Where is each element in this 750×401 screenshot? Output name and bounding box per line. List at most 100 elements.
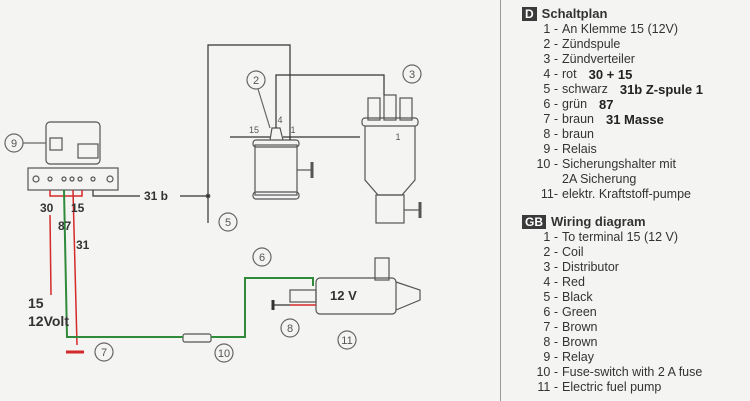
legend-item-number: 9 - bbox=[543, 350, 558, 364]
legend-item-terminal: 87 bbox=[599, 97, 614, 112]
wiring-diagram: 9 2 3 5 6 7 8 10 11 15 4 1 1 30 15 87 31… bbox=[4, 44, 422, 363]
legend-item: 4 - rot 30 + 15 bbox=[522, 67, 703, 82]
legend-item-number: 5 - bbox=[543, 82, 558, 96]
legend-item: 4 - Red bbox=[522, 275, 702, 290]
legend-item: 7 - Brown bbox=[522, 320, 702, 335]
legend-item: 3 -Zündverteiler bbox=[522, 52, 703, 67]
callout-9: 9 bbox=[11, 138, 17, 150]
legend-item-number: 5 - bbox=[543, 290, 558, 304]
coil-terminal-4: 4 bbox=[277, 115, 282, 125]
callout-8: 8 bbox=[287, 323, 293, 335]
legend-item-text: 2A Sicherung bbox=[562, 172, 637, 186]
legend-item-number: 3 - bbox=[543, 52, 558, 66]
terminal-15-label: 15 bbox=[71, 201, 85, 215]
language-badge-de: D bbox=[522, 6, 537, 21]
legend-item: 8 - Brown bbox=[522, 335, 702, 350]
legend-item-number: 1 - bbox=[543, 22, 558, 36]
legend-item-terminal: 31 Masse bbox=[605, 112, 664, 127]
legend-item: 5 -Black bbox=[522, 290, 702, 305]
callout-7: 7 bbox=[101, 347, 107, 359]
legend-item-terminal: 31b Z-spule 1 bbox=[619, 82, 703, 97]
legend-item-text: Distributor bbox=[562, 260, 619, 274]
legend-item: 11 - Electric fuel pump bbox=[522, 380, 702, 395]
legend-item: 2 - Coil bbox=[522, 245, 702, 260]
callout-6: 6 bbox=[259, 252, 265, 264]
legend-item-number: 8 - bbox=[543, 335, 558, 349]
callout-11: 11 bbox=[341, 335, 352, 347]
legend-item-number: 11 - bbox=[537, 380, 558, 394]
legend-german: D Schaltplan 1 - An Klemme 15 (12V) 2 - Zünd… bbox=[522, 6, 703, 202]
callout-2: 2 bbox=[253, 75, 259, 87]
legend-item-number: 8 - bbox=[543, 127, 558, 141]
legend-item-number: 7 - bbox=[543, 320, 558, 334]
legend-item-number: 1 - bbox=[543, 230, 558, 244]
callout-10: 10 bbox=[218, 348, 230, 360]
legend-english: GB Wiring diagram 1 - To terminal 15 (12 V… bbox=[522, 214, 702, 395]
callout-5: 5 bbox=[225, 217, 231, 229]
divider bbox=[500, 0, 501, 401]
terminal-31-label: 31 bbox=[76, 238, 90, 252]
legend-item: 6 - Green bbox=[522, 305, 702, 320]
legend-item-text: Red bbox=[562, 275, 585, 289]
legend-item-text: An Klemme 15 (12V) bbox=[562, 22, 679, 36]
pump-voltage-label: 12 V bbox=[330, 288, 357, 303]
legend-item-text: braun bbox=[562, 127, 594, 141]
legend-item-text: To terminal 15 (12 V) bbox=[562, 230, 679, 244]
legend-item-text: Zündspule bbox=[562, 37, 621, 51]
fuse-holder bbox=[182, 333, 212, 343]
legend-item-text: braun bbox=[562, 112, 594, 126]
legend-item-number: 2 - bbox=[543, 245, 558, 259]
supply-12v-label: 12Volt bbox=[28, 313, 69, 329]
legend-item-number bbox=[522, 172, 562, 187]
legend-item-text: grün bbox=[562, 97, 588, 111]
legend-title-de: Schaltplan bbox=[541, 6, 608, 21]
legend-item: 3 -Distributor bbox=[522, 260, 702, 275]
supply-15-label: 15 bbox=[28, 295, 44, 311]
legend-item-text: elektr. Kraftstoff-pumpe bbox=[562, 187, 691, 201]
legend-item-number: 4 - bbox=[543, 275, 558, 289]
legend-item-text: rot bbox=[562, 67, 577, 81]
legend-item-number: 2 - bbox=[543, 37, 558, 51]
legend-item-number: 10 - bbox=[536, 157, 558, 171]
legend-item-text: Fuse-switch with 2 A fuse bbox=[562, 365, 703, 379]
legend-item-text: Brown bbox=[562, 335, 598, 349]
legend-item-terminal: 30 + 15 bbox=[588, 67, 633, 82]
coil-terminal-15: 15 bbox=[249, 125, 259, 135]
legend-title-gb: Wiring diagram bbox=[551, 214, 646, 229]
legend-item: 6 - grün 87 bbox=[522, 97, 703, 112]
legend-item-number: 7 - bbox=[543, 112, 558, 126]
legend-item: 1 - An Klemme 15 (12V) bbox=[522, 22, 703, 37]
fuel-pump bbox=[289, 257, 421, 315]
legend-item-text: Coil bbox=[562, 245, 584, 259]
legend-item-number: 11- bbox=[540, 187, 558, 201]
ignition-coil bbox=[252, 127, 314, 200]
legend-item-number: 6 - bbox=[543, 97, 558, 111]
coil-terminal-1: 1 bbox=[290, 125, 295, 135]
legend-item: 7 - braun 31 Masse bbox=[522, 112, 703, 127]
callout-circles bbox=[4, 64, 422, 363]
legend-item: 1 - To terminal 15 (12 V) bbox=[522, 230, 702, 245]
legend-item: 9 -Relay bbox=[522, 350, 702, 365]
legend-item: 2 - Zündspule bbox=[522, 37, 703, 52]
legend-item: 2A Sicherung bbox=[522, 172, 703, 187]
wire-31b-label: 31 b bbox=[144, 189, 168, 203]
legend-item-text: Green bbox=[562, 305, 597, 319]
legend-item-number: 10 - bbox=[536, 365, 558, 379]
legend-item: 9 - Relais bbox=[522, 142, 703, 157]
legend-item-text: Relais bbox=[562, 142, 597, 156]
callout-3: 3 bbox=[409, 69, 415, 81]
legend-item-text: Brown bbox=[562, 320, 598, 334]
legend-item: 11- elektr. Kraftstoff-pumpe bbox=[522, 187, 703, 202]
terminal-30-label: 30 bbox=[40, 201, 54, 215]
legend-item: 8 - braun bbox=[522, 127, 703, 142]
language-badge-gb: GB bbox=[522, 214, 546, 229]
legend-item-text: Electric fuel pump bbox=[562, 380, 662, 394]
distributor-terminal-1: 1 bbox=[395, 132, 400, 142]
relay bbox=[27, 121, 119, 191]
legend-item-number: 4 - bbox=[543, 67, 558, 81]
legend-item: 10 - Fuse-switch with 2 A fuse bbox=[522, 365, 702, 380]
legend-item-text: Sicherungshalter mit bbox=[562, 157, 676, 171]
legend-item-number: 9 - bbox=[543, 142, 558, 156]
legend-item-number: 6 - bbox=[543, 305, 558, 319]
